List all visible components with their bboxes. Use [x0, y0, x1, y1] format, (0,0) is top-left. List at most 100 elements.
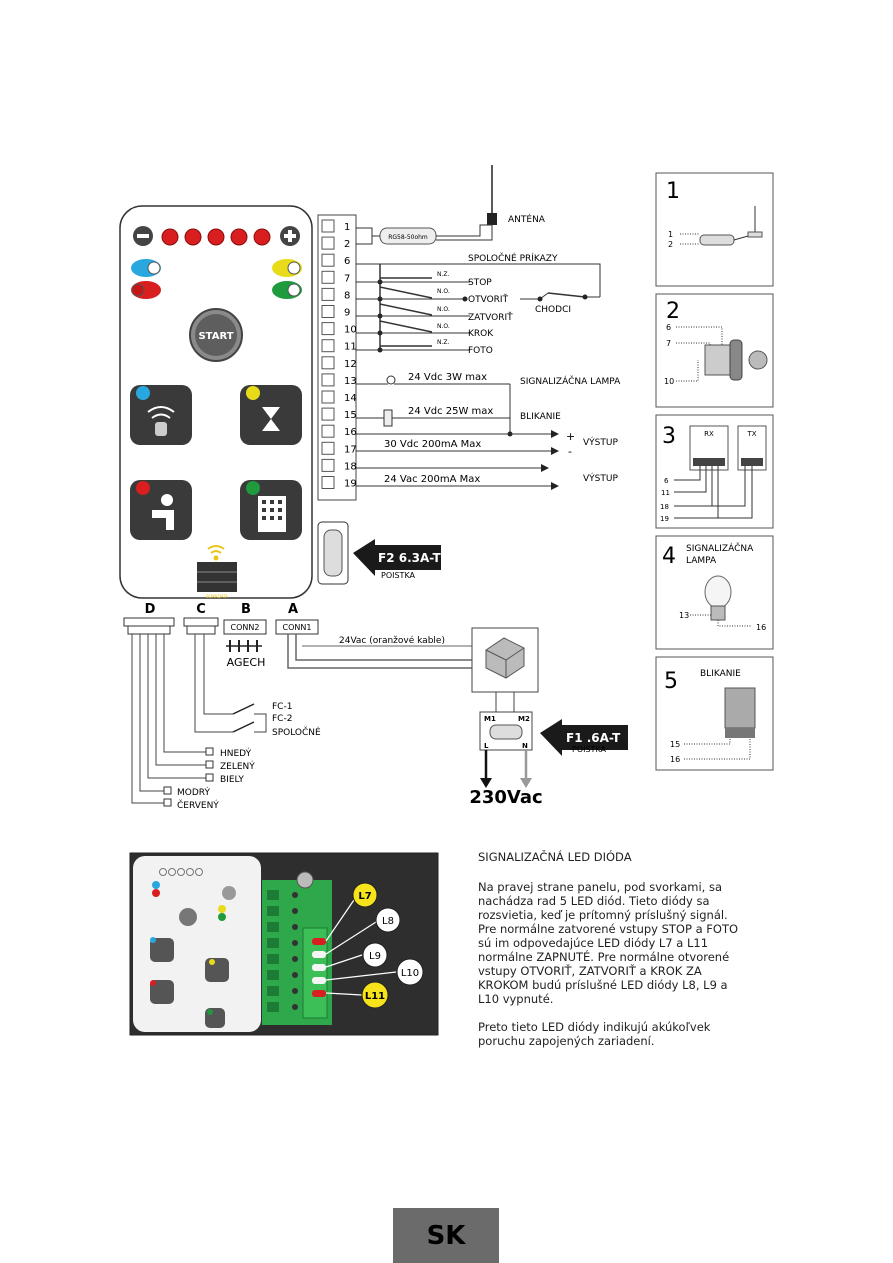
terminal-screw — [321, 339, 335, 353]
terminal-screw — [321, 390, 335, 404]
svg-text:N.O.: N.O. — [437, 306, 450, 313]
svg-text:N.Z.: N.Z. — [437, 339, 450, 346]
svg-text:L8: L8 — [382, 916, 394, 927]
svg-text:C: C — [196, 602, 206, 617]
arrow-icon — [540, 719, 628, 756]
led-description-para-1: Na pravej strane panelu, pod svorkami, s… — [478, 880, 739, 1006]
terminal-number: 10 — [344, 325, 357, 336]
svg-text:TX: TX — [746, 430, 756, 438]
svg-text:FC-2: FC-2 — [272, 714, 292, 724]
led-description: SIGNALIZAČNÁ LED DIÓDA Na pravej strane … — [478, 850, 768, 1062]
svg-text:CHODCI: CHODCI — [535, 305, 571, 315]
svg-text:6: 6 — [666, 323, 671, 332]
terminal-number: 6 — [344, 256, 350, 267]
svg-text:RX: RX — [704, 430, 714, 438]
terminal-number: 7 — [344, 273, 350, 284]
led-labels: L7 L8 L9 L10 L11 — [352, 882, 424, 1009]
svg-text:BLIKANIE: BLIKANIE — [520, 412, 561, 422]
fuse-f2: F2 6.3A-T POISTKA — [317, 521, 441, 585]
bulb-icon — [704, 575, 732, 609]
led-row — [161, 228, 271, 246]
lamp-icon — [386, 375, 396, 385]
terminal-number: 14 — [344, 393, 357, 404]
svg-text:3: 3 — [662, 424, 676, 449]
terminal-screw — [321, 253, 335, 267]
language-tag-label: SK — [426, 1220, 466, 1251]
terminal-number: 9 — [344, 308, 350, 319]
person-icon — [161, 494, 173, 506]
svg-text:2: 2 — [666, 299, 680, 324]
flasher-icon — [724, 687, 756, 729]
svg-text:AGECH: AGECH — [227, 656, 266, 669]
svg-text:N.O.: N.O. — [437, 288, 450, 295]
language-tag: SK — [393, 1208, 499, 1263]
svg-text:ANTÉNA: ANTÉNA — [508, 213, 546, 225]
antenna: ANTÉNA RG58-50ohm — [356, 165, 546, 245]
terminal-number: 15 — [344, 410, 357, 421]
svg-text:L7: L7 — [358, 891, 371, 902]
svg-text:D: D — [145, 602, 156, 617]
svg-text:STOP: STOP — [468, 278, 492, 288]
svg-text:CONN1: CONN1 — [283, 623, 312, 632]
svg-text:POISTKA: POISTKA — [381, 571, 416, 580]
svg-text:L9: L9 — [369, 951, 381, 962]
svg-text:1: 1 — [666, 179, 680, 204]
terminal-screw — [321, 441, 335, 455]
flash-icon — [383, 409, 393, 427]
svg-text:10: 10 — [664, 377, 674, 386]
side-box-4: 4 SIGNALIZÁČNA LAMPA 13 16 — [655, 535, 774, 650]
led-description-title: SIGNALIZAČNÁ LED DIÓDA — [478, 850, 632, 864]
terminal-number: 17 — [344, 444, 357, 455]
terminal-screw — [321, 287, 335, 301]
terminal-number: 1 — [344, 222, 350, 233]
start-label: START — [198, 331, 233, 342]
svg-text:FOTO: FOTO — [468, 346, 493, 356]
led-photo: L7 L8 L9 L10 L11 — [129, 852, 439, 1036]
svg-text:N: N — [522, 742, 528, 750]
terminal-number: 16 — [344, 427, 357, 438]
svg-text:15: 15 — [670, 740, 680, 749]
terminal-number: 11 — [344, 342, 357, 353]
svg-text:OTVORIŤ: OTVORIŤ — [468, 294, 509, 305]
terminal-screw — [321, 322, 335, 336]
commands: SPOLOČNÉ PRÍKAZY N.Z. STOP N.O. OTVORIŤ … — [356, 252, 601, 356]
svg-text:N.O.: N.O. — [437, 323, 450, 330]
svg-text:L: L — [484, 742, 489, 750]
terminal-number: 8 — [344, 290, 350, 301]
side-box-5: 5 BLIKANIE 15 16 — [655, 656, 774, 771]
svg-text:RG58-50ohm: RG58-50ohm — [388, 234, 428, 241]
terminal-screw — [321, 424, 335, 438]
svg-text:16: 16 — [756, 623, 766, 632]
transformer-icon — [485, 637, 525, 679]
svg-text:LAMPA: LAMPA — [686, 556, 717, 566]
svg-text:L10: L10 — [401, 968, 419, 979]
svg-text:A: A — [288, 602, 298, 617]
svg-text:B: B — [241, 602, 251, 617]
svg-text:VÝSTUP: VÝSTUP — [583, 472, 618, 484]
svg-text:SIGNALIZÁČNA LAMPA: SIGNALIZÁČNA LAMPA — [520, 375, 621, 387]
svg-text:13: 13 — [679, 611, 689, 620]
arrow-icon — [353, 539, 441, 576]
svg-text:6: 6 — [664, 477, 669, 485]
svg-text:F1 .6A-T: F1 .6A-T — [566, 731, 621, 745]
terminal-screw — [321, 270, 335, 284]
terminal-screw — [321, 407, 335, 421]
svg-text:POISTKA: POISTKA — [572, 745, 607, 754]
terminal-screw — [321, 219, 335, 233]
svg-text:16: 16 — [670, 755, 680, 764]
terminal-number: 12 — [344, 359, 357, 370]
svg-text:F2 6.3A-T: F2 6.3A-T — [378, 551, 441, 565]
svg-text:ZELENÝ: ZELENÝ — [220, 760, 255, 772]
svg-text:1: 1 — [668, 230, 673, 239]
svg-text:FC-1: FC-1 — [272, 702, 292, 712]
remote-icon — [155, 422, 167, 436]
svg-text:HNEDÝ: HNEDÝ — [220, 747, 252, 759]
svg-text:24 Vdc 25W max: 24 Vdc 25W max — [408, 406, 493, 417]
svg-text:N.Z.: N.Z. — [437, 271, 450, 278]
outputs: 24 Vdc 3W max SIGNALIZÁČNA LAMPA 24 Vdc … — [356, 372, 621, 490]
svg-text:+: + — [566, 430, 575, 443]
led-description-para-2: Preto tieto LED diódy indikujú akúkoľvek… — [478, 1020, 711, 1048]
key-icon — [748, 350, 768, 370]
svg-text:24 Vdc 3W max: 24 Vdc 3W max — [408, 372, 487, 383]
